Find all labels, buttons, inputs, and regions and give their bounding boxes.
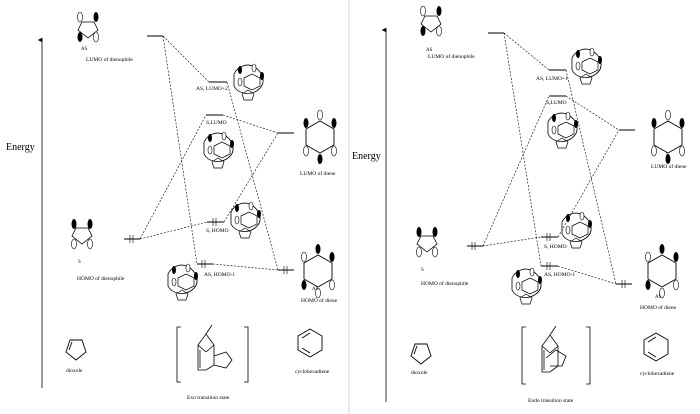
- electron-pair-arrows: [283, 266, 288, 274]
- dienophile-lumo-sym-left: AS: [81, 47, 88, 52]
- diene-homo-label-left: HOMO of diene: [301, 297, 338, 304]
- ts-lumo-label-right: S,LUMO: [546, 100, 567, 106]
- electron-pair-arrows: [129, 235, 134, 243]
- cyclohexadiene-structure-right: [643, 332, 669, 362]
- ts-homo-orbital: [230, 201, 262, 239]
- diene-homo-label-right: HOMO of diene: [640, 304, 677, 311]
- dioxole-name-right: dioxole: [411, 370, 428, 376]
- dienophile-lumo-label-left: LUMO of dienophile: [86, 56, 133, 63]
- dienophile-homo-sym-right: S: [421, 268, 424, 273]
- dioxole-structure-left: [65, 339, 87, 361]
- dienophile-lumo-orbital: [420, 5, 442, 37]
- dienophile-lumo-orbital: [77, 11, 99, 43]
- energy-axis-label-right: Energy: [352, 151, 381, 162]
- diene-lumo-sym-left: S: [318, 161, 321, 166]
- diene-lumo-label-left: LUMO of diene: [300, 170, 336, 177]
- ts-lumo-orbital: [203, 131, 235, 169]
- cyclohexadiene-name-left: cyclohexadiene: [295, 369, 330, 375]
- dienophile-homo-label-left: HOMO of dienophile: [77, 275, 125, 282]
- left-panel: Energy AS LUMO of dienophile S HOMO of d…: [6, 11, 338, 401]
- exo-ts-bracket: [176, 326, 249, 383]
- dienophile-lumo-label-right: LUMO of dienophile: [428, 53, 475, 60]
- ts-homo1-label-right: AS, HOMO-1: [544, 272, 575, 278]
- right-panel: Energy AS LUMO of dienophile S HOMO of d…: [352, 5, 687, 404]
- endo-ts-structure: [541, 325, 567, 373]
- ts-lumo-orbital: [547, 111, 579, 149]
- electron-pair-arrows: [621, 280, 626, 288]
- dienophile-homo-sym-left: S: [78, 260, 81, 265]
- diene-homo-orbital: [301, 244, 335, 299]
- dienophile-homo-orbital: [416, 227, 438, 258]
- diene-lumo-label-right: LUMO of diene: [651, 163, 687, 170]
- ts-lumo2-label-left: AS, LUMO+2: [196, 86, 228, 92]
- correlation-lines-right: [482, 32, 620, 285]
- diene-lumo-orbital: [303, 109, 337, 164]
- ts-homo-label-left: S, HOMO: [206, 228, 229, 234]
- ts-lumo1-label-right: AS, LUMO+1: [536, 76, 568, 82]
- ts-homo-orbital: [561, 211, 593, 249]
- ts-homo-label-right: S, HOMO: [544, 244, 567, 250]
- cyclohexadiene-name-right: cyclohexadiene: [640, 371, 675, 377]
- diene-homo-orbital: [645, 244, 679, 299]
- ts-homo1-orbital: [167, 263, 199, 301]
- exo-ts-name: Exo transition state: [187, 395, 230, 401]
- electron-pair-arrows: [471, 242, 476, 250]
- diene-lumo-sym-right: S: [666, 153, 669, 158]
- endo-ts-bracket: [521, 326, 591, 385]
- ts-lumo1-orbital: [571, 47, 603, 85]
- electron-pair-arrows: [546, 233, 551, 241]
- correlation-lines-left: [139, 35, 279, 271]
- dienophile-homo-label-right: HOMO of dienophile: [421, 280, 469, 287]
- ts-lumo2-orbital: [233, 63, 265, 101]
- cyclohexadiene-structure-left: [297, 328, 323, 358]
- dienophile-homo-orbital: [71, 219, 93, 250]
- ts-lumo-label-left: S,LUMO: [206, 120, 227, 126]
- energy-axis-label-left: Energy: [6, 142, 35, 153]
- ts-homo1-orbital: [511, 267, 543, 305]
- diene-homo-sym-left: AS: [312, 287, 319, 292]
- dioxole-name-left: dioxole: [66, 368, 83, 374]
- electron-pair-arrows: [212, 218, 217, 226]
- electron-pair-arrows: [201, 260, 206, 268]
- ts-homo1-label-left: AS, HOMO-1: [204, 272, 235, 278]
- diene-lumo-orbital: [651, 109, 685, 164]
- dioxole-structure-right: [410, 343, 432, 365]
- endo-ts-name: Endo transition state: [528, 398, 574, 404]
- electron-pair-arrows: [546, 262, 551, 270]
- diene-homo-sym-right: AS: [655, 295, 662, 300]
- exo-ts-structure: [197, 324, 233, 371]
- dienophile-lumo-sym-right: AS: [426, 48, 433, 53]
